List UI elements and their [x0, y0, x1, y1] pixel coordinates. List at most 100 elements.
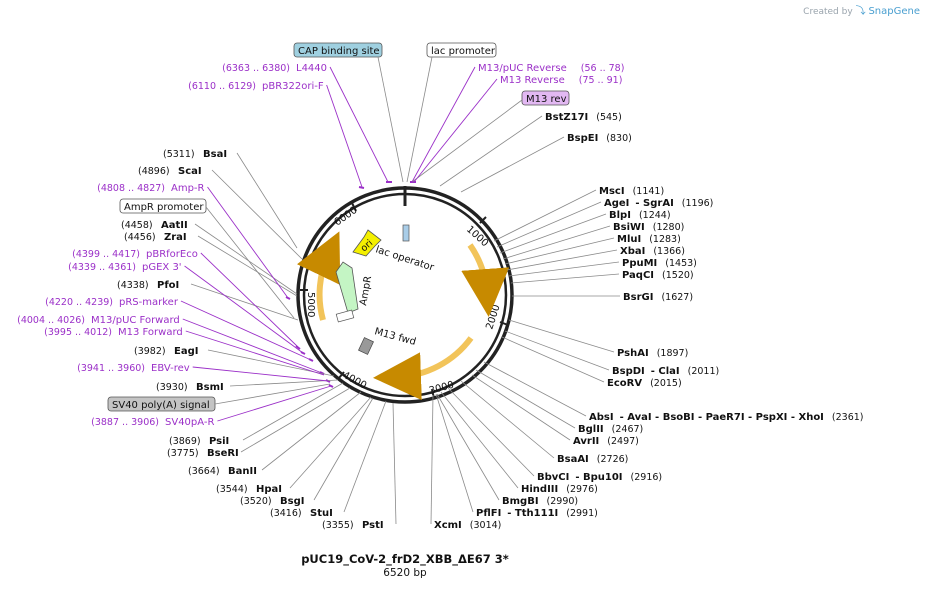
enzyme-site-scai[interactable]: (4896)ScaI [138, 166, 303, 260]
enzyme-site-blpi[interactable]: BlpI(1244) [499, 210, 671, 254]
enzyme-site-aatii[interactable]: (4458)AatII [121, 220, 298, 295]
enzyme-site-bsaai[interactable]: BsaAI(2726) [460, 380, 628, 465]
enzyme-site-bsai[interactable]: (5311)BsaI [163, 149, 298, 249]
primer-site-pbrforeco[interactable]: (4399 .. 4417)pBRforEco [72, 249, 299, 348]
enzyme-site-bbvci[interactable]: BbvCI- Bpu10I(2916) [447, 387, 662, 483]
enzyme-label[interactable]: (3775)BseRI [167, 448, 239, 459]
enzyme-label[interactable]: (4456)ZraI [124, 232, 187, 243]
enzyme-label[interactable]: (4458)AatII [121, 220, 188, 231]
enzyme-site-banii[interactable]: (3664)BanII [188, 391, 362, 477]
enzyme-site-absi[interactable]: AbsI- AvaI - BsoBI - PaeR7I - PspXI - Xh… [483, 361, 864, 423]
enzyme-label[interactable]: MluI(1283) [617, 234, 681, 245]
enzyme-site-bglii[interactable]: BglII(2467) [475, 369, 643, 435]
enzyme-label[interactable]: AgeI- SgrAI(1196) [604, 198, 713, 209]
primer-site-m13-forward[interactable]: (3995 .. 4012)M13 Forward [44, 327, 325, 376]
enzyme-site-hpai[interactable]: (3544)HpaI [216, 396, 372, 495]
enzyme-label[interactable]: PpuMI(1453) [622, 258, 697, 269]
primer-label[interactable]: (4399 .. 4417)pBRforEco [72, 249, 198, 260]
enzyme-site-mlui[interactable]: MluI(1283) [504, 234, 681, 265]
primer-label[interactable]: M13 Reverse(75 .. 91) [500, 75, 622, 86]
primer-site-pbr322ori-f[interactable]: (6110 .. 6129)pBR322ori-F [188, 81, 363, 188]
enzyme-label[interactable]: AbsI- AvaI - BsoBI - PaeR7I - PspXI - Xh… [589, 412, 864, 423]
enzyme-label[interactable]: BglII(2467) [578, 424, 643, 435]
primer-label[interactable]: (4808 .. 4827)Amp-R [97, 183, 204, 194]
enzyme-site-hindiii[interactable]: HindIII(2976) [440, 391, 598, 495]
primer-label[interactable]: (6110 .. 6129)pBR322ori-F [188, 81, 324, 92]
primer-label[interactable]: (4004 .. 4026)M13/pUC Forward [17, 315, 180, 326]
enzyme-site-psii[interactable]: (3869)PsiI [169, 382, 344, 447]
primer-site-pgex-3[interactable]: (4339 .. 4361)pGEX 3' [68, 262, 304, 354]
enzyme-label[interactable]: AvrII(2497) [573, 436, 639, 447]
enzyme-label[interactable]: (5311)BsaI [163, 149, 227, 160]
enzyme-label[interactable]: (3869)PsiI [169, 436, 229, 447]
enzyme-label[interactable]: BstZ17I(545) [545, 112, 622, 123]
primer-label[interactable]: (6363 .. 6380)L4440 [222, 63, 327, 74]
enzyme-label[interactable]: BspDI- ClaI(2011) [612, 366, 719, 377]
enzyme-label[interactable]: (3664)BanII [188, 466, 257, 477]
enzyme-label[interactable]: (3355)PstI [322, 520, 384, 531]
enzyme-site-ppumi[interactable]: PpuMI(1453) [508, 258, 697, 277]
primer-site-amp-r[interactable]: (4808 .. 4827)Amp-R [97, 183, 289, 299]
enzyme-label[interactable]: PflFI- Tth111I(2991) [476, 508, 598, 519]
primer-label[interactable]: (3887 .. 3906)SV40pA-R [91, 417, 214, 428]
enzyme-site-bsgi[interactable]: (3520)BsgI [240, 397, 374, 507]
enzyme-site-paqci[interactable]: PaqCI(1520) [510, 270, 694, 284]
enzyme-site-pflfi[interactable]: PflFI- Tth111I(2991) [435, 393, 598, 519]
enzyme-position: (1897) [657, 348, 689, 359]
enzyme-site-bsiwi[interactable]: BsiWI(1280) [502, 222, 684, 260]
enzyme-label[interactable]: PaqCI(1520) [622, 270, 694, 281]
enzyme-site-xcmi[interactable]: XcmI(3014) [430, 394, 501, 531]
enzyme-site-ecorv[interactable]: EcoRV(2015) [501, 336, 682, 389]
primer-label[interactable]: (3941 .. 3960)EBV-rev [77, 363, 190, 374]
primer-label[interactable]: M13/pUC Reverse(56 .. 78) [478, 63, 624, 74]
enzyme-site-bseri[interactable]: (3775)BseRI [167, 387, 351, 459]
primer-site-l4440[interactable]: (6363 .. 6380)L4440 [222, 63, 389, 183]
enzyme-site-xbai[interactable]: XbaI(1366) [506, 246, 685, 271]
enzyme-label[interactable]: (4896)ScaI [138, 166, 202, 177]
enzyme-site-bspdi[interactable]: BspDI- ClaI(2011) [504, 330, 719, 377]
enzyme-site-bsmi[interactable]: (3930)BsmI [156, 379, 339, 393]
enzyme-label[interactable]: BsaAI(2726) [557, 454, 628, 465]
enzyme-label[interactable]: BlpI(1244) [609, 210, 671, 221]
enzyme-site-pfoi[interactable]: (4338)PfoI [117, 280, 299, 321]
m13-rev-text: M13 rev [526, 94, 567, 105]
primer-site-m13-puc-forward[interactable]: (4004 .. 4026)M13/pUC Forward [17, 315, 323, 374]
enzyme-site-bmgbi[interactable]: BmgBI(2990) [436, 393, 578, 507]
enzyme-label[interactable]: (3520)BsgI [240, 496, 304, 507]
primer-label[interactable]: (4220 .. 4239)pRS-marker [45, 297, 179, 308]
enzyme-label[interactable]: BspEI(830) [567, 133, 632, 144]
enzyme-label[interactable]: BsrGI(1627) [623, 292, 693, 303]
enzyme-site-psti[interactable]: (3355)PstI [322, 402, 397, 531]
enzyme-label[interactable]: PshAI(1897) [617, 348, 688, 359]
enzyme-site-msci[interactable]: MscI(1141) [493, 186, 664, 242]
primer-site-sv40pa-r[interactable]: (3887 .. 3906)SV40pA-R [91, 385, 332, 428]
enzyme-site-bstz17i[interactable]: BstZ17I(545) [439, 112, 622, 187]
enzyme-label[interactable]: HindIII(2976) [521, 484, 598, 495]
primer-site-m13-puc-reverse[interactable]: M13/pUC Reverse(56 .. 78) [411, 63, 624, 183]
enzyme-label[interactable]: (3544)HpaI [216, 484, 282, 495]
primer-site-ebv-rev[interactable]: (3941 .. 3960)EBV-rev [77, 363, 329, 382]
enzyme-label[interactable]: MscI(1141) [599, 186, 664, 197]
primer-label[interactable]: (4339 .. 4361)pGEX 3' [68, 262, 181, 273]
enzyme-label[interactable]: XbaI(1366) [620, 246, 685, 257]
enzyme-site-stui[interactable]: (3416)StuI [270, 400, 387, 519]
enzyme-label[interactable]: BsiWI(1280) [613, 222, 684, 233]
enzyme-site-bspei[interactable]: BspEI(830) [460, 133, 632, 193]
enzyme-label[interactable]: BmgBI(2990) [502, 496, 578, 507]
enzyme-label[interactable]: XcmI(3014) [434, 520, 501, 531]
primer-site-prs-marker[interactable]: (4220 .. 4239)pRS-marker [45, 297, 312, 361]
enzyme-label[interactable]: (3982)EagI [134, 346, 198, 357]
primer-label[interactable]: (3995 .. 4012)M13 Forward [44, 327, 183, 338]
enzyme-label[interactable]: (3930)BsmI [156, 382, 224, 393]
enzyme-label[interactable]: (4338)PfoI [117, 280, 179, 291]
enzyme-site-agei[interactable]: AgeI- SgrAI(1196) [496, 198, 713, 248]
ori-feature-arrow [352, 229, 382, 257]
enzyme-site-zrai[interactable]: (4456)ZraI [124, 232, 298, 297]
enzyme-label[interactable]: EcoRV(2015) [607, 378, 682, 389]
enzyme-site-avrii[interactable]: AvrII(2497) [471, 374, 639, 447]
enzyme-label[interactable]: BbvCI- Bpu10I(2916) [537, 472, 662, 483]
enzyme-site-bsrgi[interactable]: BsrGI(1627) [512, 292, 693, 303]
enzyme-site-pshai[interactable]: PshAI(1897) [508, 319, 688, 359]
enzyme-label[interactable]: (3416)StuI [270, 508, 333, 519]
primer-site-m13-reverse[interactable]: M13 Reverse(75 .. 91) [413, 75, 622, 183]
